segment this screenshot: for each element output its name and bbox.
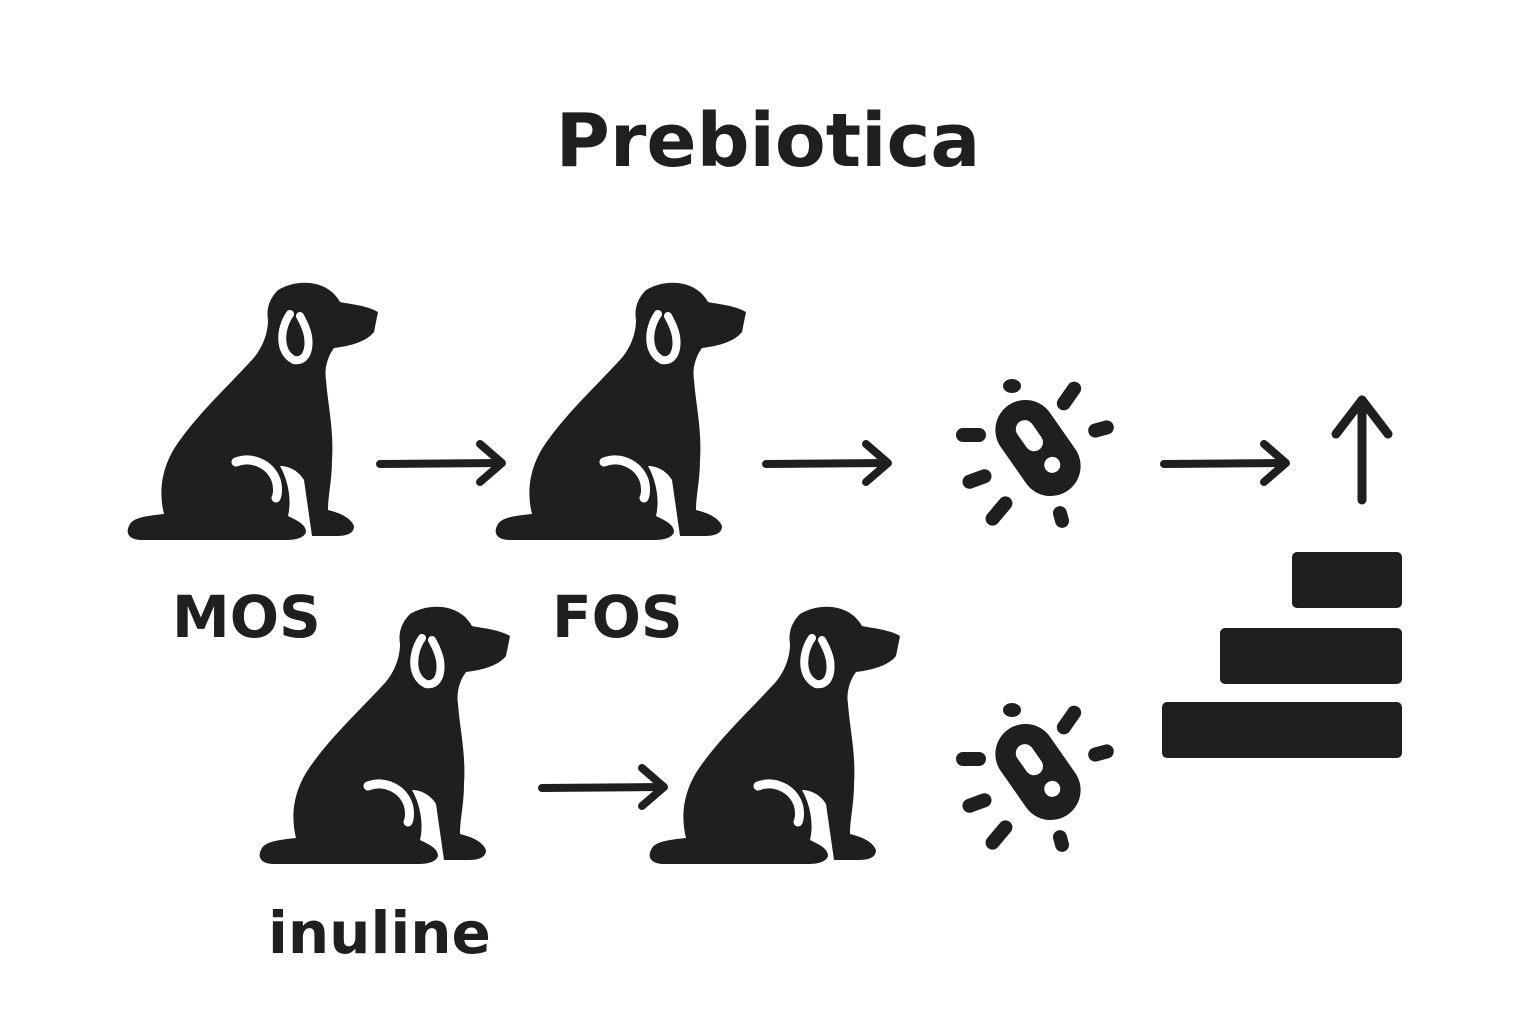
bar-short	[1292, 552, 1402, 608]
arrow-right-icon	[766, 444, 888, 482]
diagram-title: Prebiotica	[555, 98, 981, 184]
label-fos: FOS	[552, 583, 683, 651]
bacteria-icon	[956, 702, 1116, 854]
label-mos: MOS	[172, 583, 321, 651]
arrow-right-icon	[542, 768, 664, 806]
dog-sitting-icon	[128, 283, 378, 540]
dog-sitting-icon	[496, 283, 746, 540]
bar-long	[1162, 702, 1402, 758]
horizontal-bars-icon	[1162, 552, 1402, 758]
arrow-right-icon	[1164, 444, 1286, 482]
label-inuline: inuline	[268, 899, 491, 967]
arrow-up-icon	[1331, 395, 1393, 505]
bar-medium	[1220, 628, 1402, 684]
bacteria-icon	[956, 378, 1116, 530]
arrow-right-icon	[380, 444, 502, 482]
dog-sitting-icon	[650, 607, 900, 864]
